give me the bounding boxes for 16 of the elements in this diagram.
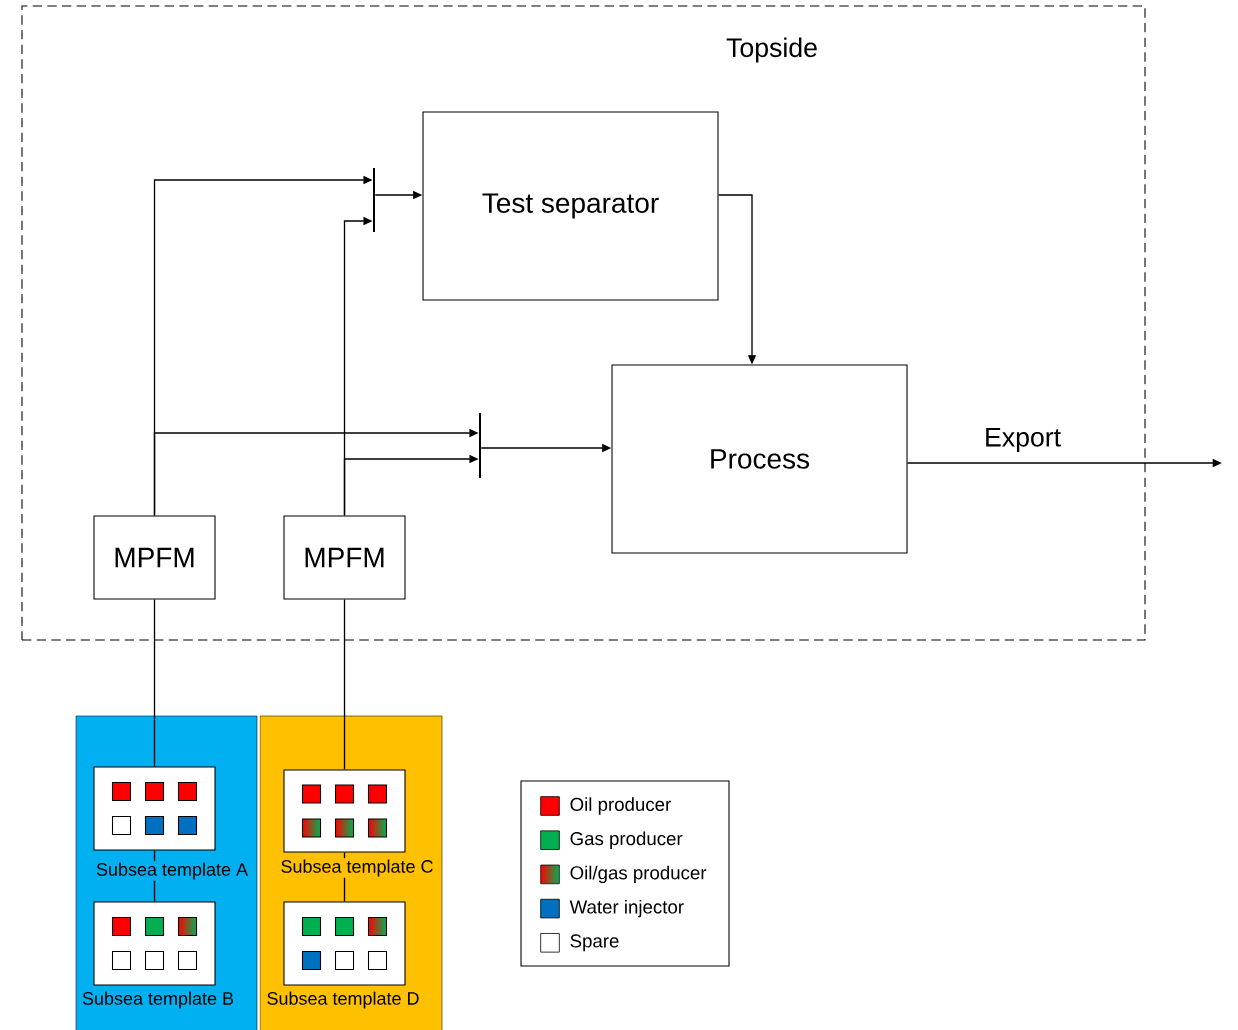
template-label: Subsea template C [279, 858, 435, 878]
connector-line [153, 598, 156, 768]
legend-label: Spare [570, 934, 619, 952]
legend-label: Oil producer [570, 797, 671, 815]
meter-box: MPFM [93, 515, 216, 600]
template-label: Subsea template B [80, 990, 236, 1010]
template-label: Subsea template A [94, 861, 250, 881]
process-box: Test separator [422, 111, 719, 301]
legend-label: Gas producer [570, 831, 683, 849]
connector-line [343, 598, 346, 771]
template-label: Subsea template D [265, 990, 421, 1010]
edge-label: Export [982, 426, 1063, 454]
legend-label: Water injector [569, 899, 684, 918]
process-box: Process [611, 364, 908, 554]
meter-box: MPFM [283, 515, 406, 600]
legend-label: Oil/gas producer [570, 865, 707, 884]
